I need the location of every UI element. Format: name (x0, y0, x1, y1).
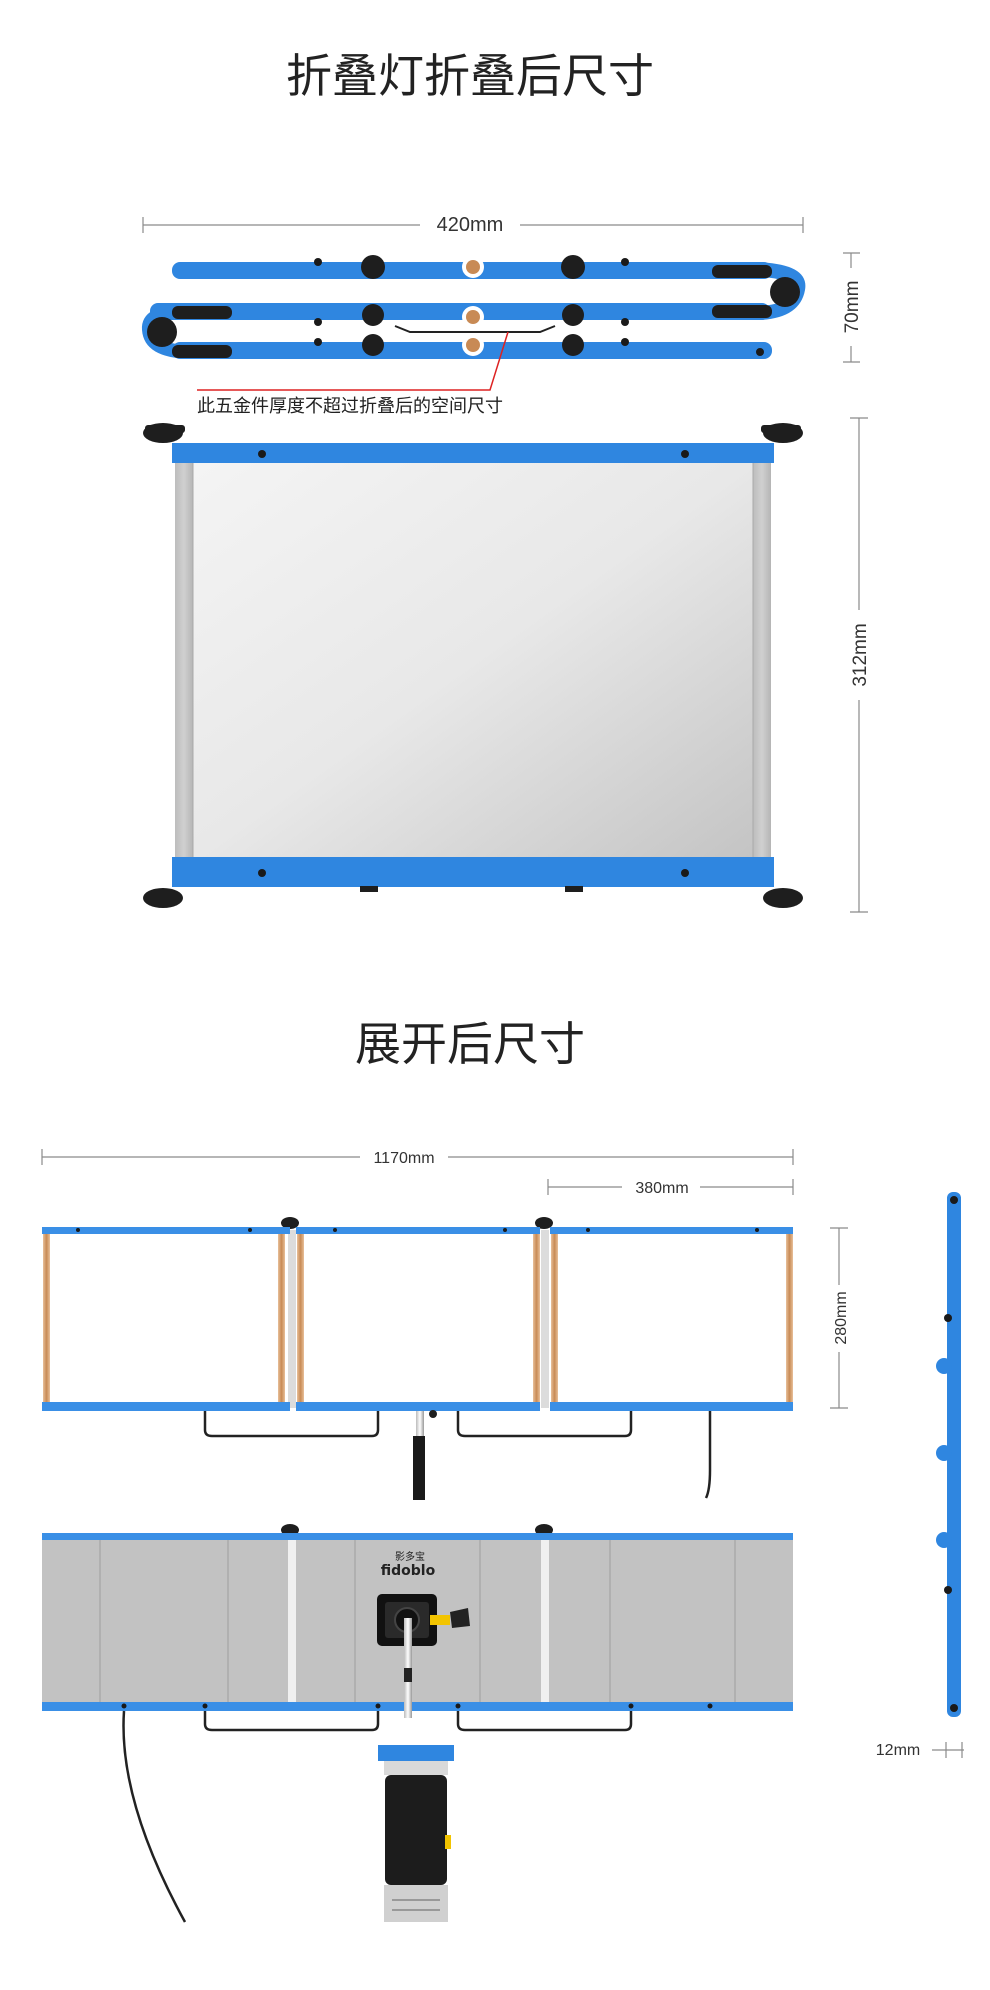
dim-width-380: 380mm (547, 1179, 794, 1197)
brand-text: fidoblo (381, 1563, 436, 1579)
dim-height-70-label: 70mm (842, 281, 863, 334)
dim-height-312: 312mm (850, 417, 871, 913)
brand-cn-text: 影多宝 (395, 1550, 425, 1563)
dim-width-420-label: 420mm (437, 214, 504, 236)
expanded-front-view (42, 1217, 793, 1500)
dim-width-420: 420mm (142, 214, 804, 236)
dim-height-280-label: 280mm (833, 1291, 850, 1344)
side-profile (936, 1192, 961, 1717)
dim-height-70: 70mm (842, 252, 863, 363)
folded-top-view (141, 255, 806, 391)
dim-height-280: 280mm (830, 1227, 850, 1409)
section1-title: 折叠灯折叠后尺寸 (286, 49, 654, 103)
dim-thickness-12-label: 12mm (876, 1742, 920, 1759)
expanded-back-view (42, 1524, 793, 1923)
dim-thickness-12: 12mm (876, 1742, 964, 1759)
hardware-note: 此五金件厚度不超过折叠后的空间尺寸 (197, 396, 503, 417)
dim-width-1170: 1170mm (41, 1149, 794, 1167)
dim-width-1170-label: 1170mm (373, 1150, 434, 1167)
dim-width-380-label: 380mm (635, 1180, 688, 1197)
folded-panel (143, 423, 803, 908)
section2-title: 展开后尺寸 (355, 1017, 585, 1071)
dim-height-312-label: 312mm (850, 623, 871, 686)
brand-logo: 影多宝 fidoblo (381, 1550, 436, 1579)
